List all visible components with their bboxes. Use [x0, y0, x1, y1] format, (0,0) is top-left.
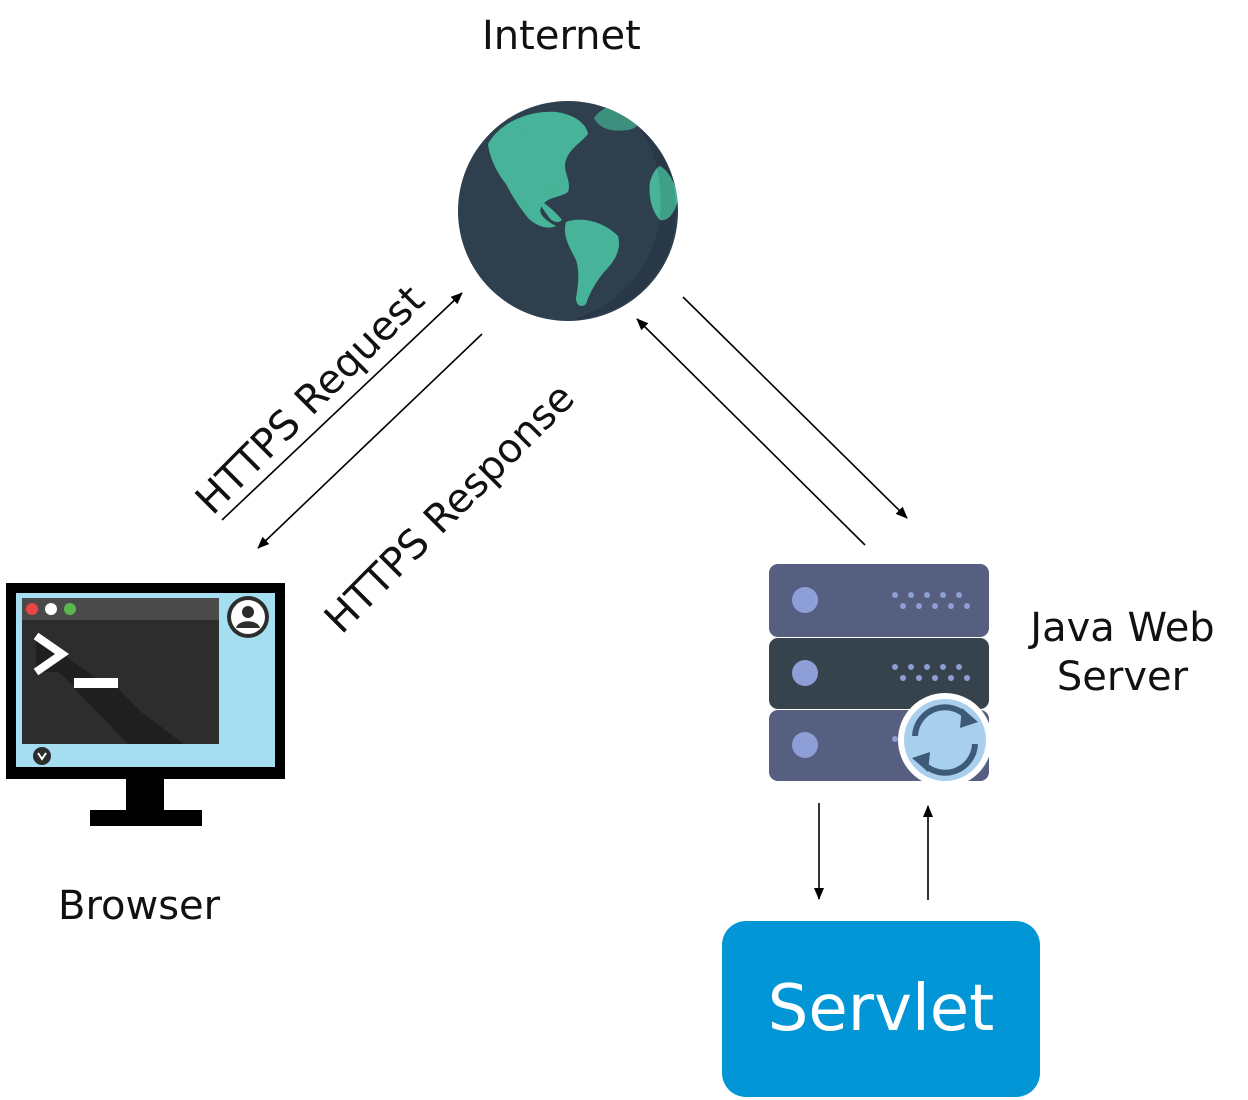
- response-arrow: [257, 333, 483, 549]
- sync-icon: [898, 693, 992, 787]
- internet-label: Internet: [482, 13, 641, 59]
- servlet-box: Servlet: [722, 921, 1040, 1097]
- download-icon: [33, 747, 51, 765]
- internet-to-server-arrow: [682, 296, 908, 519]
- user-avatar-icon: [227, 596, 269, 638]
- servlet-label: Servlet: [767, 972, 995, 1046]
- request-arrow: [221, 292, 463, 521]
- server-to-internet-arrow: [636, 318, 866, 546]
- server-label: Java Web Server: [1030, 605, 1215, 700]
- browser-label: Browser: [58, 883, 221, 929]
